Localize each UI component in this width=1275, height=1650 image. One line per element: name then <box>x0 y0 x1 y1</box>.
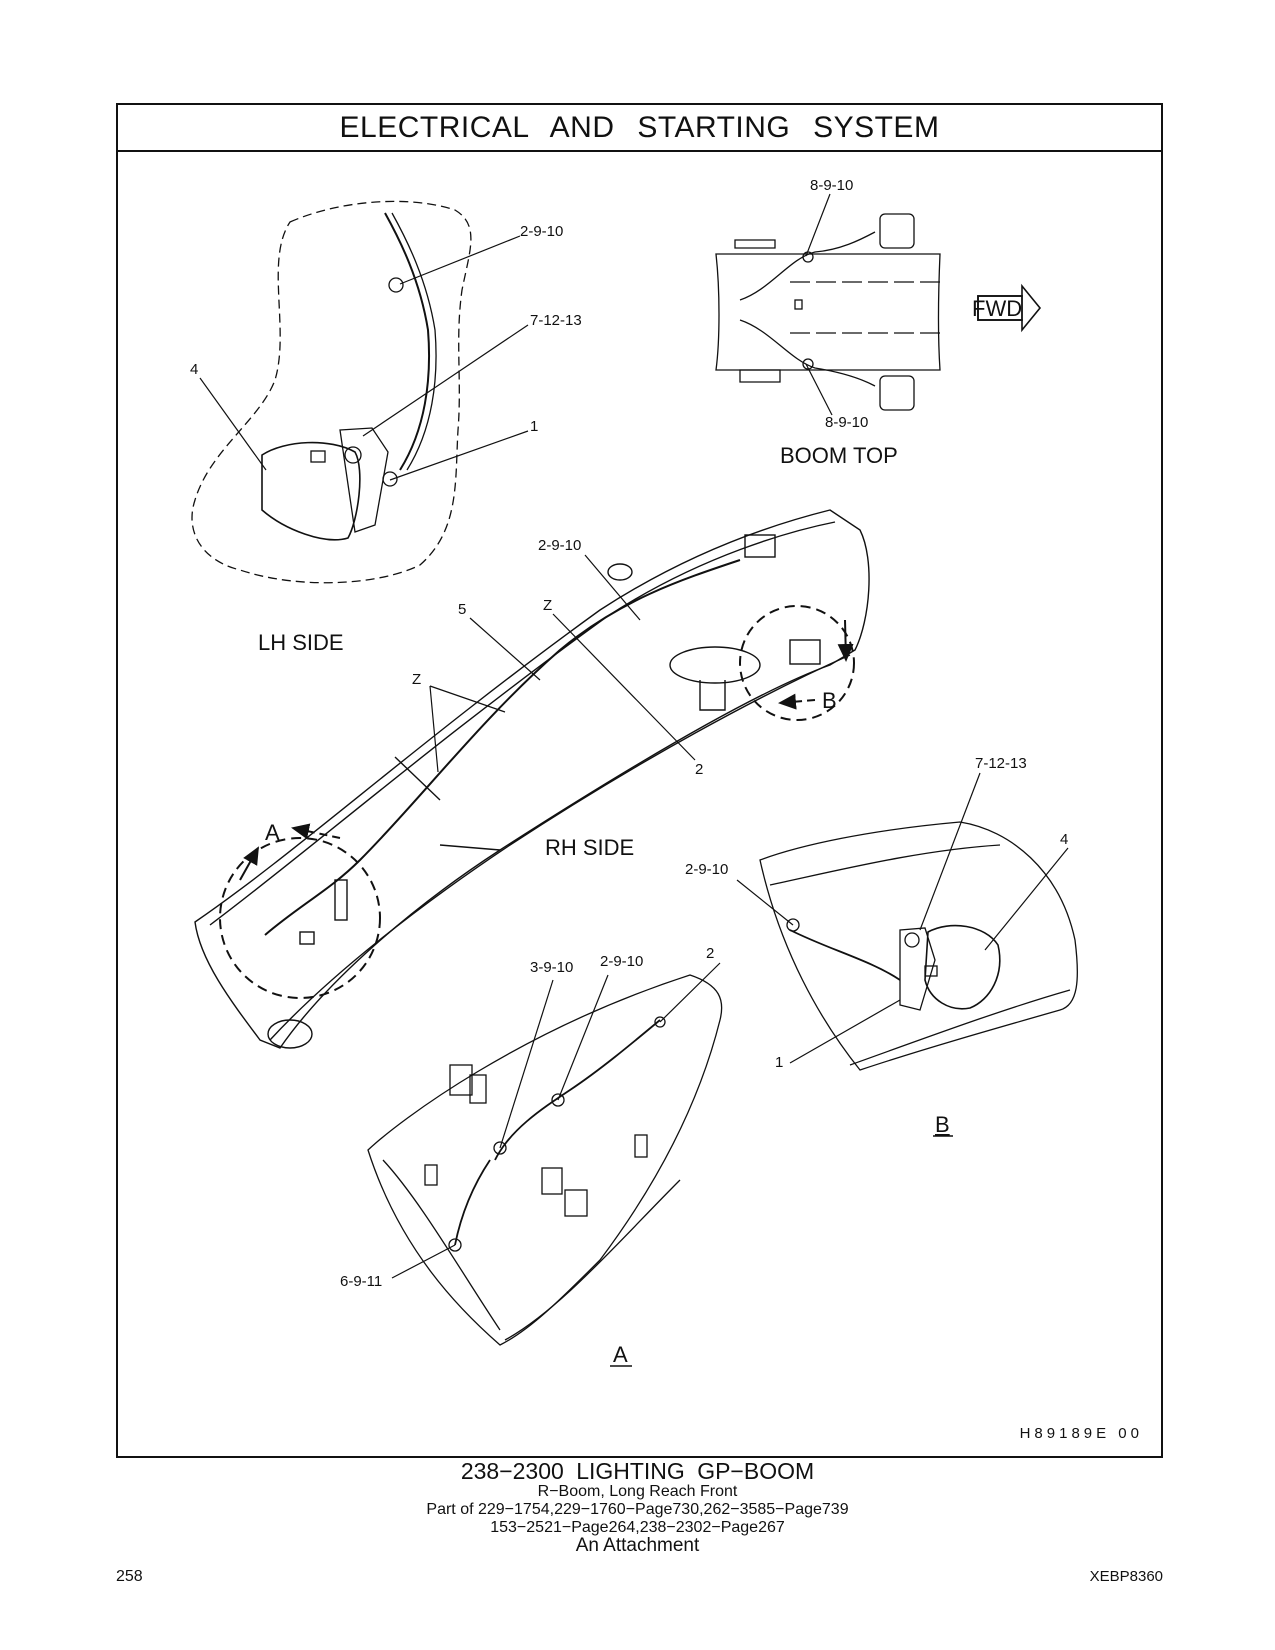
figure-caption: 238−2300 LIGHTING GP−BOOM R−Boom, Long R… <box>0 1459 1275 1555</box>
diagram-frame: ELECTRICAL AND STARTING SYSTEM H89189E 0… <box>116 103 1163 1458</box>
caption-line-2: Part of 229−1754,229−1760−Page730,262−35… <box>426 1501 849 1518</box>
callout-boom-5: 5 <box>458 601 466 618</box>
callout-top-8-9-10-upper: 8-9-10 <box>810 177 853 194</box>
callout-b-1: 1 <box>775 1054 783 1071</box>
caption-line-1: R−Boom, Long Reach Front <box>537 1483 738 1500</box>
detail-a-view <box>367 974 723 1346</box>
callout-b-7-12-13: 7-12-13 <box>975 755 1027 772</box>
detail-label-a: A <box>613 1342 628 1367</box>
caption-line-3: 153−2521−Page264,238−2302−Page267 <box>490 1519 785 1536</box>
ref-label-b: B <box>822 688 837 713</box>
caption-line-4: An Attachment <box>575 1535 700 1556</box>
callout-boom-z-upper: Z <box>543 597 552 614</box>
callout-boom-2-9-10: 2-9-10 <box>538 537 581 554</box>
callout-lh-7-12-13: 7-12-13 <box>530 312 582 329</box>
callout-lh-1: 1 <box>530 418 538 435</box>
callout-lh-2-9-10: 2-9-10 <box>520 223 563 240</box>
page-number: 258 <box>116 1568 143 1585</box>
detail-label-b: B <box>935 1112 950 1137</box>
main-boom-view <box>194 509 870 1049</box>
detail-b-view <box>759 821 1079 1071</box>
callout-lh-4: 4 <box>190 361 198 378</box>
callout-a-2: 2 <box>706 945 714 962</box>
callout-top-8-9-10-lower: 8-9-10 <box>825 414 868 431</box>
callout-boom-z-left: Z <box>412 671 421 688</box>
document-id: XEBP8360 <box>1089 1568 1163 1585</box>
view-label-boom-top: BOOM TOP <box>780 443 898 468</box>
callout-b-2-9-10: 2-9-10 <box>685 861 728 878</box>
callout-boom-2: 2 <box>695 761 703 778</box>
callout-a-3-9-10: 3-9-10 <box>530 959 573 976</box>
callout-a-6-9-11: 6-9-11 <box>340 1273 382 1290</box>
lh-side-view <box>191 200 472 584</box>
callout-a-2-9-10: 2-9-10 <box>600 953 643 970</box>
ref-label-a: A <box>265 820 280 845</box>
leader-lines <box>199 193 1069 1279</box>
diagram-title: ELECTRICAL AND STARTING SYSTEM <box>118 105 1161 152</box>
callout-b-4: 4 <box>1060 831 1068 848</box>
caption-title: 238−2300 LIGHTING GP−BOOM <box>460 1458 815 1484</box>
fwd-label: FWD <box>972 296 1022 321</box>
view-label-rh-side: RH SIDE <box>545 835 634 860</box>
view-label-lh-side: LH SIDE <box>258 630 344 655</box>
illustration-code: H89189E 00 <box>1019 1425 1143 1442</box>
boom-top-view <box>715 213 1042 411</box>
